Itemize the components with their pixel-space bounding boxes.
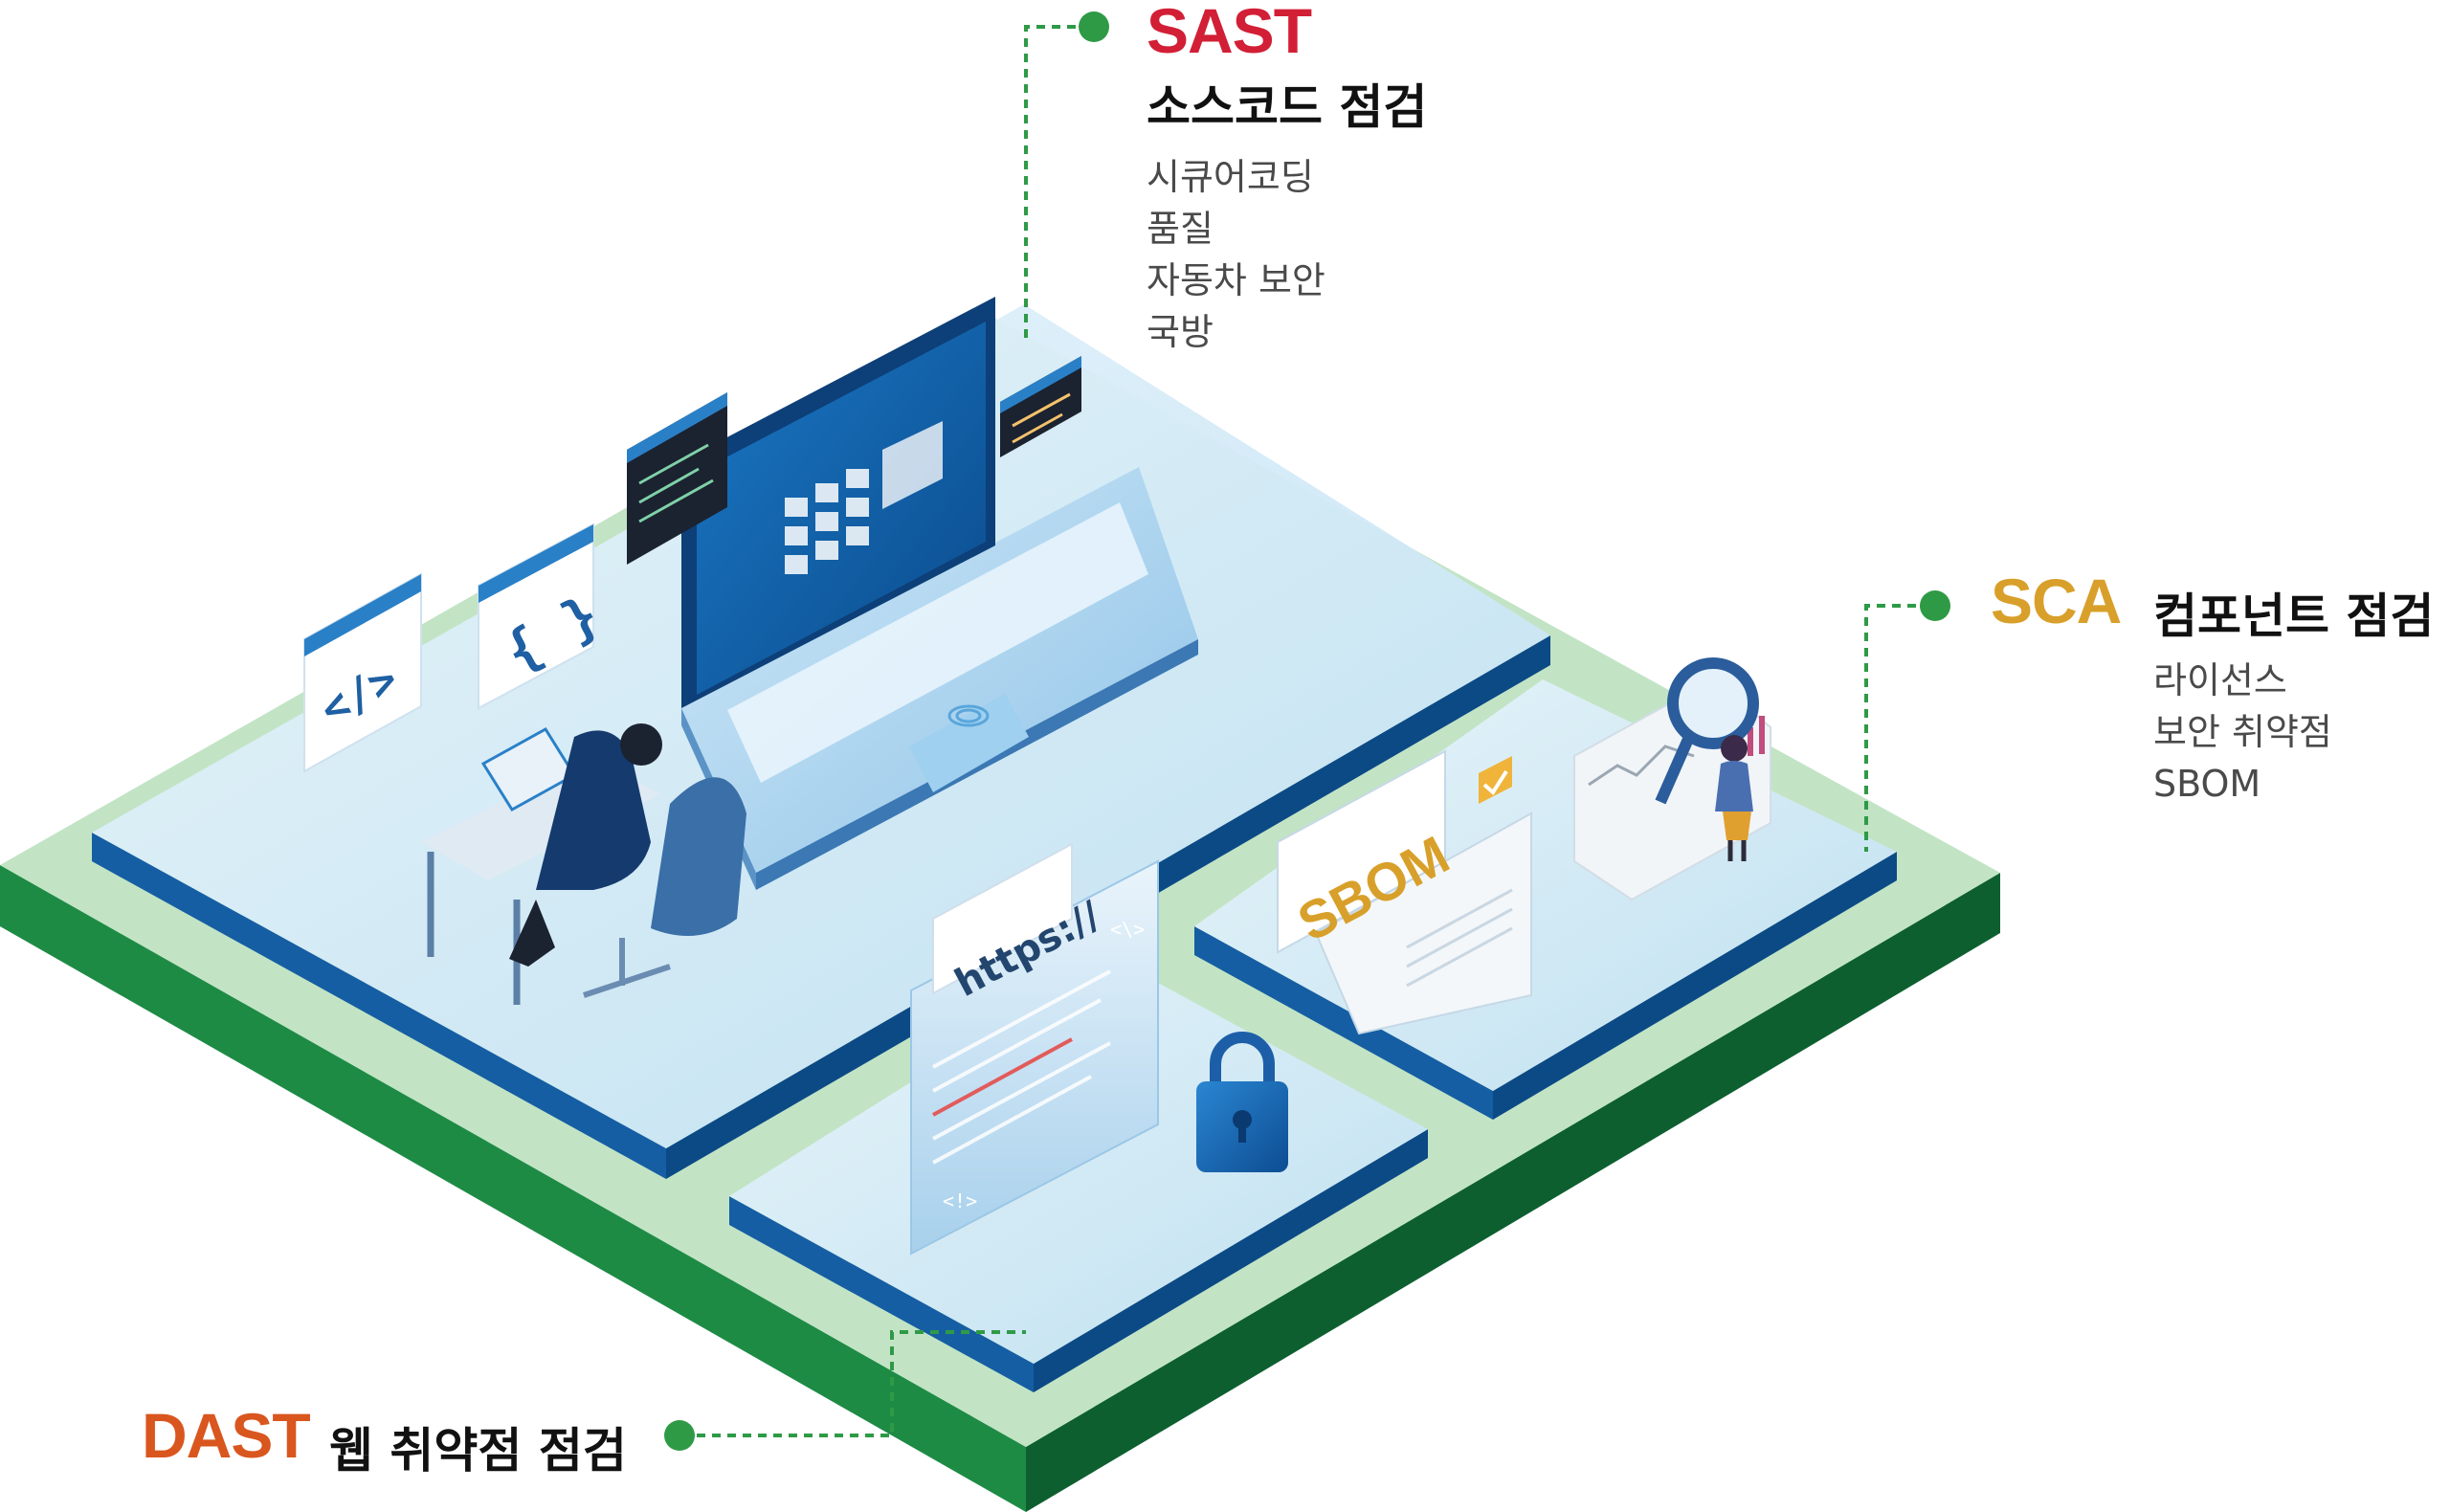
dast-leader-dot <box>664 1420 695 1451</box>
sast-leader-dot <box>1079 11 1109 42</box>
sca-title: 컴포넌트 점검 <box>2153 589 2435 644</box>
leader-lines <box>681 25 1931 1437</box>
sca-item: SBOM <box>2153 763 2261 805</box>
lock-icon <box>1196 1032 1288 1172</box>
panel-tag-small: <!> <box>943 1190 977 1212</box>
sca-leader-line <box>1864 604 1931 852</box>
braces-window-icon: { } <box>478 523 610 710</box>
sast-leader-line <box>1024 25 1091 340</box>
terminal-window-icon-2 <box>1000 356 1081 457</box>
sca-item: 라이선스 <box>2153 659 2287 701</box>
sca-leader-dot <box>1920 590 1950 621</box>
magnifier-icon <box>1655 657 1759 805</box>
sast-item: 시큐어코딩 <box>1147 156 1314 198</box>
developer-figure <box>421 723 746 1005</box>
sca-acronym: SCA <box>1991 566 2122 636</box>
panel-tag: <\> <box>1110 918 1145 941</box>
sast-item: 품질 <box>1147 208 1214 250</box>
dast-leader-line <box>681 1330 1026 1437</box>
fingerprint-icon <box>947 704 990 727</box>
dast-title: 웹 취약점 점검 <box>329 1423 627 1479</box>
sca-item-list: 라이선스 보안 취약점 SBOM <box>2153 655 2332 810</box>
analyst-figure <box>1715 735 1753 861</box>
sast-item-list: 시큐어코딩 품질 자동차 보안 국방 <box>1147 151 1325 358</box>
sast-acronym: SAST <box>1147 0 1312 66</box>
leader-dots <box>664 11 1950 1451</box>
trackpad <box>909 694 1029 792</box>
platform-right-side <box>1026 873 2000 1512</box>
sbom-document-icon: SBOM <box>1277 749 1532 1035</box>
sast-item: 국방 <box>1147 311 1214 353</box>
sast-item: 자동차 보안 <box>1147 259 1325 301</box>
platform-left-side <box>0 865 1026 1512</box>
code-window-icon: </> <box>303 572 422 773</box>
checkmark-icon <box>1479 756 1512 804</box>
sast-title: 소스코드 점검 <box>1147 79 1428 135</box>
terminal-window-icon <box>627 392 727 565</box>
dast-acronym: DAST <box>142 1400 311 1471</box>
url-panel: https:// <\> <!> <box>910 842 1159 1256</box>
sca-item: 보안 취약점 <box>2153 711 2332 753</box>
